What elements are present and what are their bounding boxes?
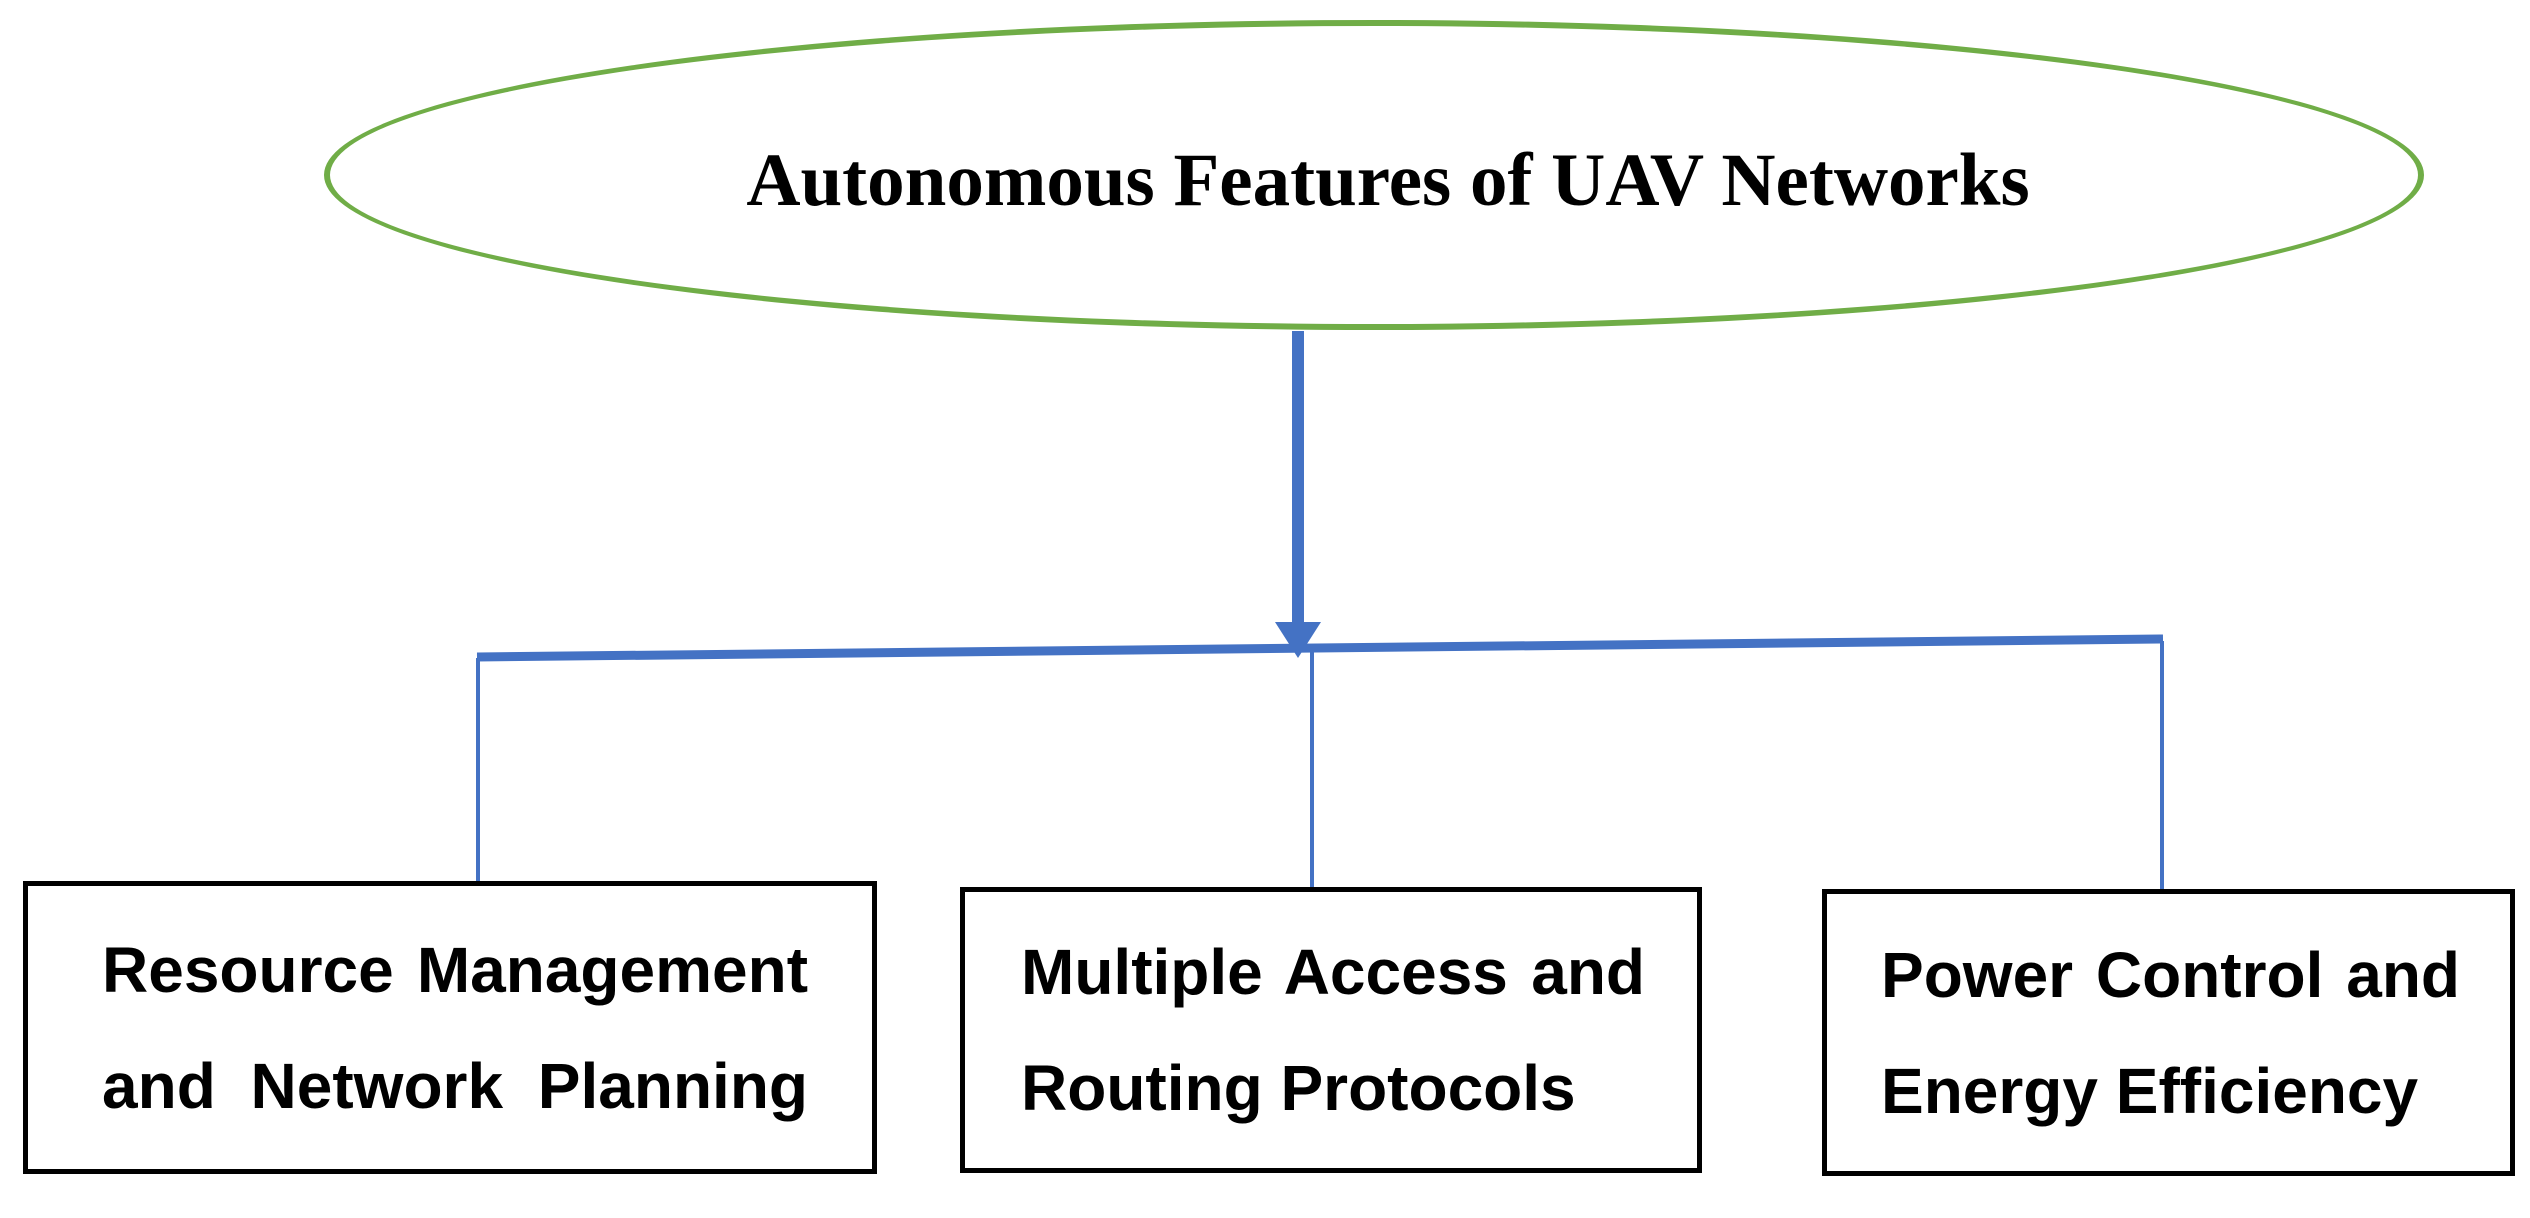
down-arrow-icon	[1275, 622, 1321, 658]
box-label-line2: Routing Protocols	[1021, 1052, 1576, 1124]
root-node-ellipse: Autonomous Features of UAV Networks	[324, 20, 2424, 330]
diagram-title: Autonomous Features of UAV Networks	[746, 139, 2030, 222]
box-power-control: Power Control and Energy Efficiency	[1822, 889, 2515, 1176]
box-label-line1: Multiple Access and	[1021, 936, 1645, 1008]
horizontal-connector	[476, 634, 2164, 662]
box-label-line2: and Network Planning	[102, 1049, 808, 1122]
box-multiple-access: Multiple Access and Routing Protocols	[960, 887, 1702, 1173]
box-resource-management: Resource Management and Network Planning	[23, 881, 877, 1174]
box-label-line1: Power Control and	[1881, 938, 2460, 1011]
box-label-line1: Resource Management	[102, 933, 808, 1006]
box-label-line2: Energy Efficiency	[1881, 1054, 2419, 1127]
